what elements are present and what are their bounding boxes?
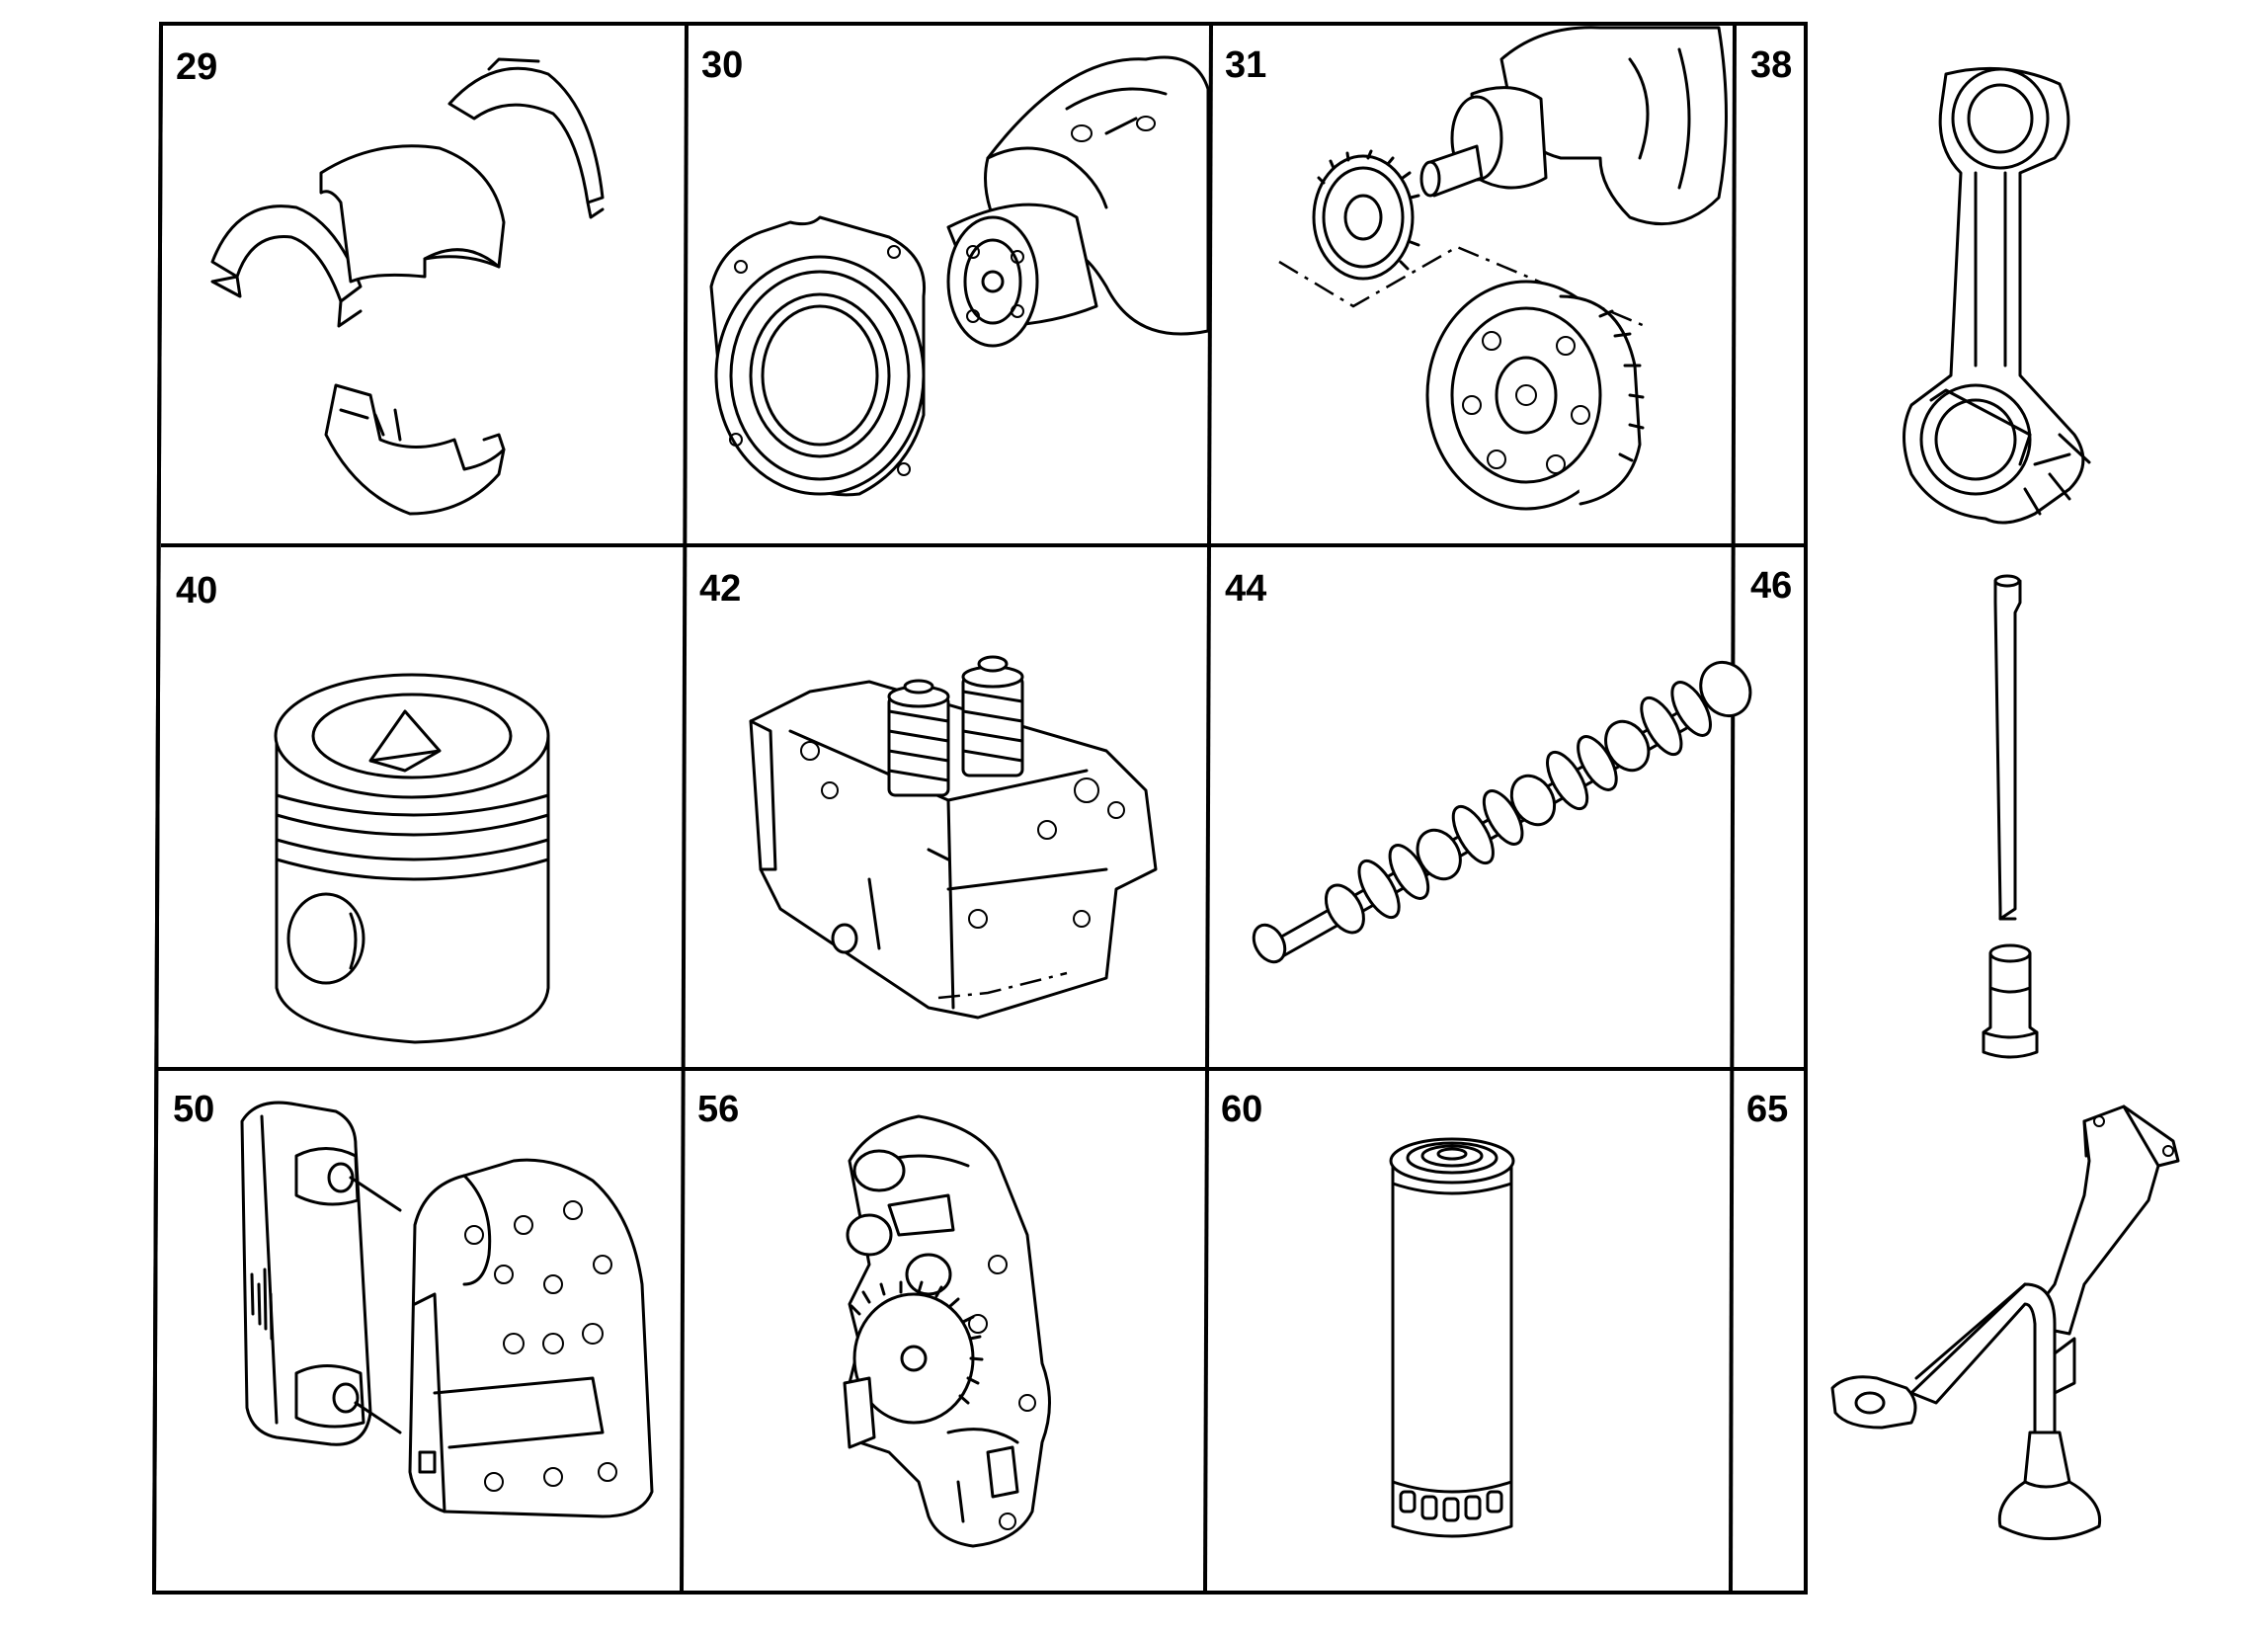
cell-44[interactable]: 44 [1225, 568, 1762, 967]
part-number-label: 29 [176, 46, 217, 88]
part-number-label: 42 [699, 568, 741, 610]
cell-31[interactable]: 31 [1225, 26, 1728, 511]
part-number-label: 44 [1225, 568, 1266, 610]
grid-lines [151, 22, 1808, 1595]
cell-60[interactable]: 60 [1221, 1089, 1515, 1538]
cell-30[interactable]: 30 [701, 44, 1210, 497]
cell-50[interactable]: 50 [173, 1089, 654, 1518]
crankshaft-gears-icon [1278, 26, 1728, 511]
part-number-label: 30 [701, 44, 743, 86]
cylinder-head-icon [749, 655, 1158, 1020]
cell-65[interactable]: 65 [1746, 1089, 2180, 1540]
connecting-rod-icon [1903, 66, 2091, 525]
part-number-label: 60 [1221, 1089, 1262, 1130]
cell-38[interactable]: 38 [1750, 44, 2091, 525]
part-number-label: 50 [173, 1089, 214, 1130]
crankshaft-seal-housing-icon [709, 55, 1210, 497]
cell-40[interactable]: 40 [176, 570, 550, 1044]
part-number-label: 38 [1750, 44, 1792, 86]
piston-icon [274, 673, 550, 1044]
oil-pump-icon [843, 1114, 1051, 1548]
part-number-label: 40 [176, 570, 217, 612]
cell-46[interactable]: 46 [1750, 565, 2039, 1059]
camshaft-icon [1252, 660, 1752, 964]
part-number-label: 31 [1225, 44, 1266, 86]
oil-filter-icon [1389, 1137, 1515, 1538]
cell-56[interactable]: 56 [697, 1089, 1051, 1548]
cell-29[interactable]: 29 [176, 46, 605, 516]
main-bearing-shells-icon [210, 57, 605, 516]
oil-cooler-icon [240, 1101, 654, 1518]
cell-42[interactable]: 42 [699, 568, 1158, 1020]
part-number-label: 56 [697, 1089, 739, 1130]
push-rod-and-tappet-icon [1982, 574, 2039, 1059]
part-number-label: 46 [1750, 565, 1792, 607]
oil-suction-pipe-icon [1830, 1104, 2180, 1540]
part-number-label: 65 [1746, 1089, 1788, 1130]
